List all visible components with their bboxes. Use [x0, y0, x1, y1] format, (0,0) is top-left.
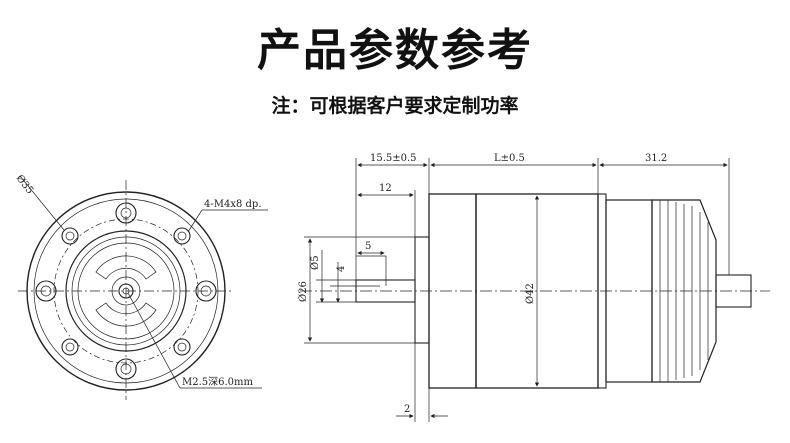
center-hole-label: M2.5深6.0mm [182, 376, 254, 388]
mounting-hole [115, 202, 137, 224]
mounting-hole [61, 338, 79, 356]
mounting-hole [35, 280, 57, 302]
page-title: 产品参数参考 [257, 25, 533, 76]
dia-leader [19, 175, 65, 231]
mounting-hole [173, 338, 191, 356]
mounting-hole [61, 227, 79, 245]
customization-note: 注：可根据客户要求定制功率 [271, 95, 519, 117]
body-dia-label: Ø42 [525, 283, 536, 304]
tail-len-label: 31.2 [645, 153, 667, 164]
front-boss [414, 236, 430, 344]
mounting-hole [173, 227, 191, 245]
front-dia-label: Ø35 [14, 173, 36, 196]
center-hole-leader [127, 292, 181, 389]
shaft-dia-label: Ø5 [310, 255, 321, 270]
shaft-len-label: 12 [379, 183, 392, 194]
holes-label: 4-M4x8 dp. [204, 199, 262, 210]
flat-len-label: 5 [365, 241, 371, 252]
encoder-housing [651, 199, 717, 383]
front-view: Ø35 4-M4x8 dp. M2.5深6.0mm [14, 173, 268, 400]
side-view: 15.5±0.5 L±0.5 31.2 12 5 Ø5 4 Ø26 Ø42 [298, 153, 770, 422]
gear-cutout-top [95, 255, 157, 280]
holes-leader [187, 209, 203, 233]
flat-depth-label: 4 [336, 266, 347, 272]
flange-len-label: 15.5±0.5 [370, 153, 417, 164]
boss-thick-label: 2 [404, 404, 410, 415]
body-len-label: L±0.5 [494, 153, 525, 164]
boss-dia-label: Ø26 [298, 281, 309, 302]
mounting-hole [195, 280, 217, 302]
gear-cutout-bottom [95, 302, 157, 327]
mounting-hole [115, 358, 137, 380]
